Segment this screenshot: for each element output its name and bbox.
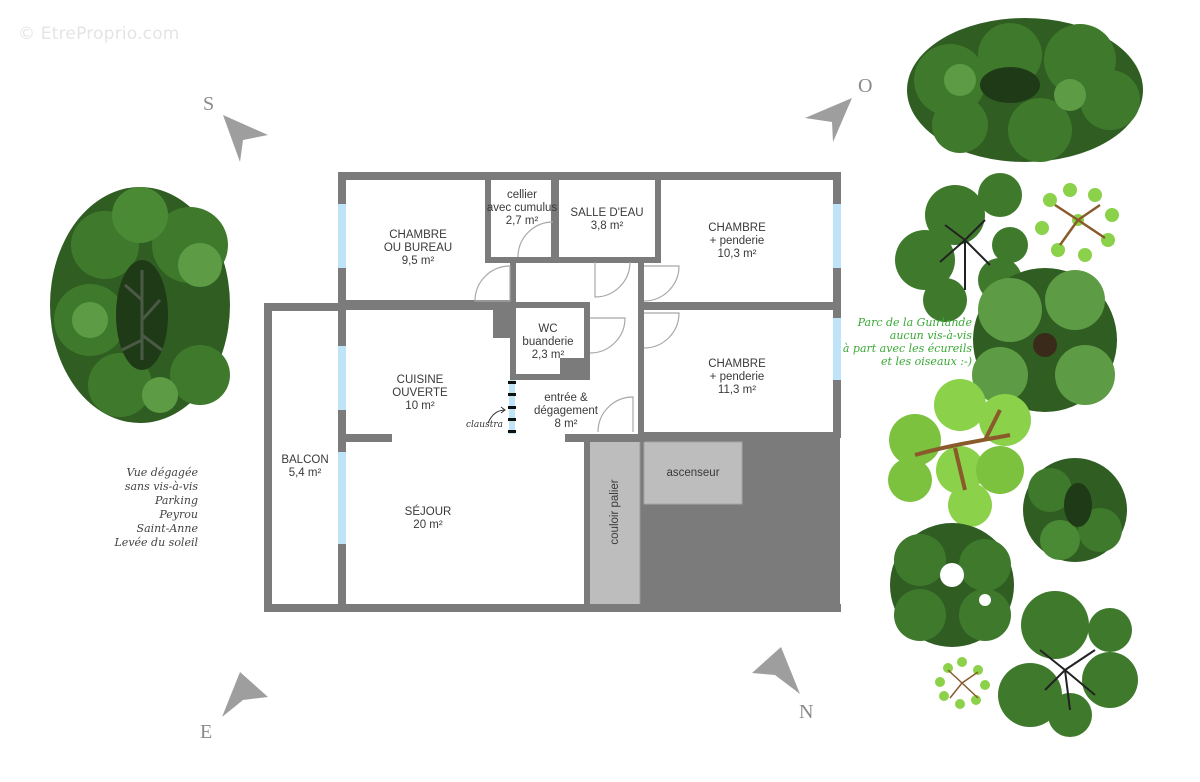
svg-text:entrée &: entrée & [544, 392, 588, 404]
tree-top-right-icon [907, 18, 1143, 162]
window [833, 318, 841, 380]
door-chambre-2 [643, 312, 680, 349]
svg-text:5,4 m²: 5,4 m² [289, 467, 322, 479]
tree-bright-bushy-icon [972, 268, 1117, 412]
claustra-label: claustra [466, 420, 503, 430]
door-entree [597, 396, 634, 433]
room-chambre-bureau: CHAMBRE OU BUREAU 9,5 m² [384, 229, 452, 267]
tree-bare-branch-icon [895, 173, 1028, 322]
svg-text:CHAMBRE: CHAMBRE [389, 229, 447, 241]
note-line: et les oiseaux :-) [881, 355, 972, 368]
tree-dark-round-icon [1023, 458, 1127, 562]
note-line: aucun vis-à-vis [889, 329, 972, 342]
svg-text:20 m²: 20 m² [413, 519, 443, 531]
compass-south: S [203, 93, 268, 162]
tree-ring-icon [890, 523, 1014, 647]
note-line: Peyrou [159, 508, 198, 521]
svg-text:2,7 m²: 2,7 m² [506, 215, 539, 227]
note-line: Saint-Anne [136, 522, 198, 535]
tree-left-icon [50, 187, 230, 423]
svg-text:+ penderie: + penderie [710, 235, 765, 247]
compass-label-e: E [200, 721, 212, 743]
svg-text:10,3 m²: 10,3 m² [718, 248, 757, 260]
compass-west: O [805, 75, 872, 142]
couloir-palier-area [587, 439, 641, 607]
svg-text:BALCON: BALCON [281, 454, 328, 466]
room-balcon: BALCON 5,4 m² [281, 454, 328, 479]
svg-text:OUVERTE: OUVERTE [392, 387, 448, 399]
room-salle-eau: SALLE D'EAU 3,8 m² [570, 207, 643, 232]
window [338, 346, 346, 410]
room-wc: WC buanderie 2,3 m² [522, 323, 573, 361]
tree-lime-small-icon [935, 657, 990, 709]
svg-text:cellier: cellier [507, 189, 537, 201]
svg-text:couloir palier: couloir palier [609, 479, 621, 544]
ascenseur-area [643, 441, 743, 505]
window [833, 204, 841, 268]
compass-arrow-icon [222, 672, 268, 717]
claustra-partition [487, 380, 516, 434]
svg-text:+ penderie: + penderie [710, 371, 765, 383]
svg-text:11,3 m²: 11,3 m² [718, 384, 756, 396]
door-cellier [517, 221, 554, 258]
room-ascenseur: ascenseur [666, 467, 719, 479]
walls [264, 172, 841, 612]
compass-arrow-icon [752, 647, 800, 694]
svg-text:SALLE D'EAU: SALLE D'EAU [570, 207, 643, 219]
svg-text:8 m²: 8 m² [555, 418, 578, 430]
svg-text:WC: WC [538, 323, 557, 335]
svg-text:CHAMBRE: CHAMBRE [708, 358, 766, 370]
compass-label-n: N [799, 701, 813, 723]
note-line: Parking [154, 494, 198, 507]
svg-text:CHAMBRE: CHAMBRE [708, 222, 766, 234]
tree-lime-branch-icon [888, 379, 1031, 527]
room-couloir-palier: couloir palier [609, 479, 621, 544]
svg-text:2,3 m²: 2,3 m² [532, 349, 565, 361]
compass-east: E [200, 672, 268, 743]
floor-plan: CHAMBRE OU BUREAU 9,5 m² cellier avec cu… [264, 172, 841, 612]
door-salle-eau [594, 261, 631, 298]
left-view-note: Vue dégagée sans vis-à-vis Parking Peyro… [98, 466, 199, 550]
room-cellier: cellier avec cumulus 2,7 m² [487, 189, 558, 227]
compass-label-s: S [203, 93, 214, 115]
room-chambre-2: CHAMBRE + penderie 11,3 m² [708, 358, 766, 396]
svg-text:CUISINE: CUISINE [397, 374, 444, 386]
door-swings [474, 221, 680, 433]
room-sejour: SÉJOUR 20 m² [405, 505, 452, 531]
note-line: Vue dégagée [126, 466, 198, 479]
note-line: à part avec les écureils [842, 342, 972, 355]
note-line: Parc de la Guirlande [857, 316, 972, 329]
note-line: Levée du soleil [114, 536, 199, 549]
room-chambre-1: CHAMBRE + penderie 10,3 m² [708, 222, 766, 260]
compass-north: N [752, 647, 813, 723]
compass-arrow-icon [223, 115, 268, 162]
svg-text:9,5 m²: 9,5 m² [402, 255, 435, 267]
door-chambre-bureau [474, 265, 511, 302]
svg-text:10 m²: 10 m² [405, 400, 435, 412]
room-cuisine: CUISINE OUVERTE 10 m² [392, 374, 448, 412]
window [338, 452, 346, 544]
svg-text:buanderie: buanderie [522, 336, 573, 348]
door-wc [589, 317, 626, 354]
svg-text:3,8 m²: 3,8 m² [591, 220, 624, 232]
svg-text:ascenseur: ascenseur [666, 467, 719, 479]
room-entree: entrée & dégagement 8 m² [534, 392, 599, 430]
right-view-note: Parc de la Guirlande aucun vis-à-vis à p… [840, 316, 972, 368]
window [338, 204, 346, 268]
compass-label-o: O [858, 75, 872, 97]
watermark: © EtreProprio.com [18, 24, 180, 44]
svg-text:SÉJOUR: SÉJOUR [405, 505, 452, 518]
tree-bare-branch-bottom-icon [998, 591, 1138, 737]
svg-text:dégagement: dégagement [534, 405, 599, 417]
svg-text:avec cumulus: avec cumulus [487, 202, 558, 214]
door-chambre-1 [643, 265, 680, 302]
note-line: sans vis-à-vis [124, 480, 198, 493]
svg-text:OU BUREAU: OU BUREAU [384, 242, 452, 254]
compass-arrow-icon [805, 98, 852, 142]
tree-light-small-icon [1035, 176, 1120, 262]
windows [338, 204, 841, 544]
